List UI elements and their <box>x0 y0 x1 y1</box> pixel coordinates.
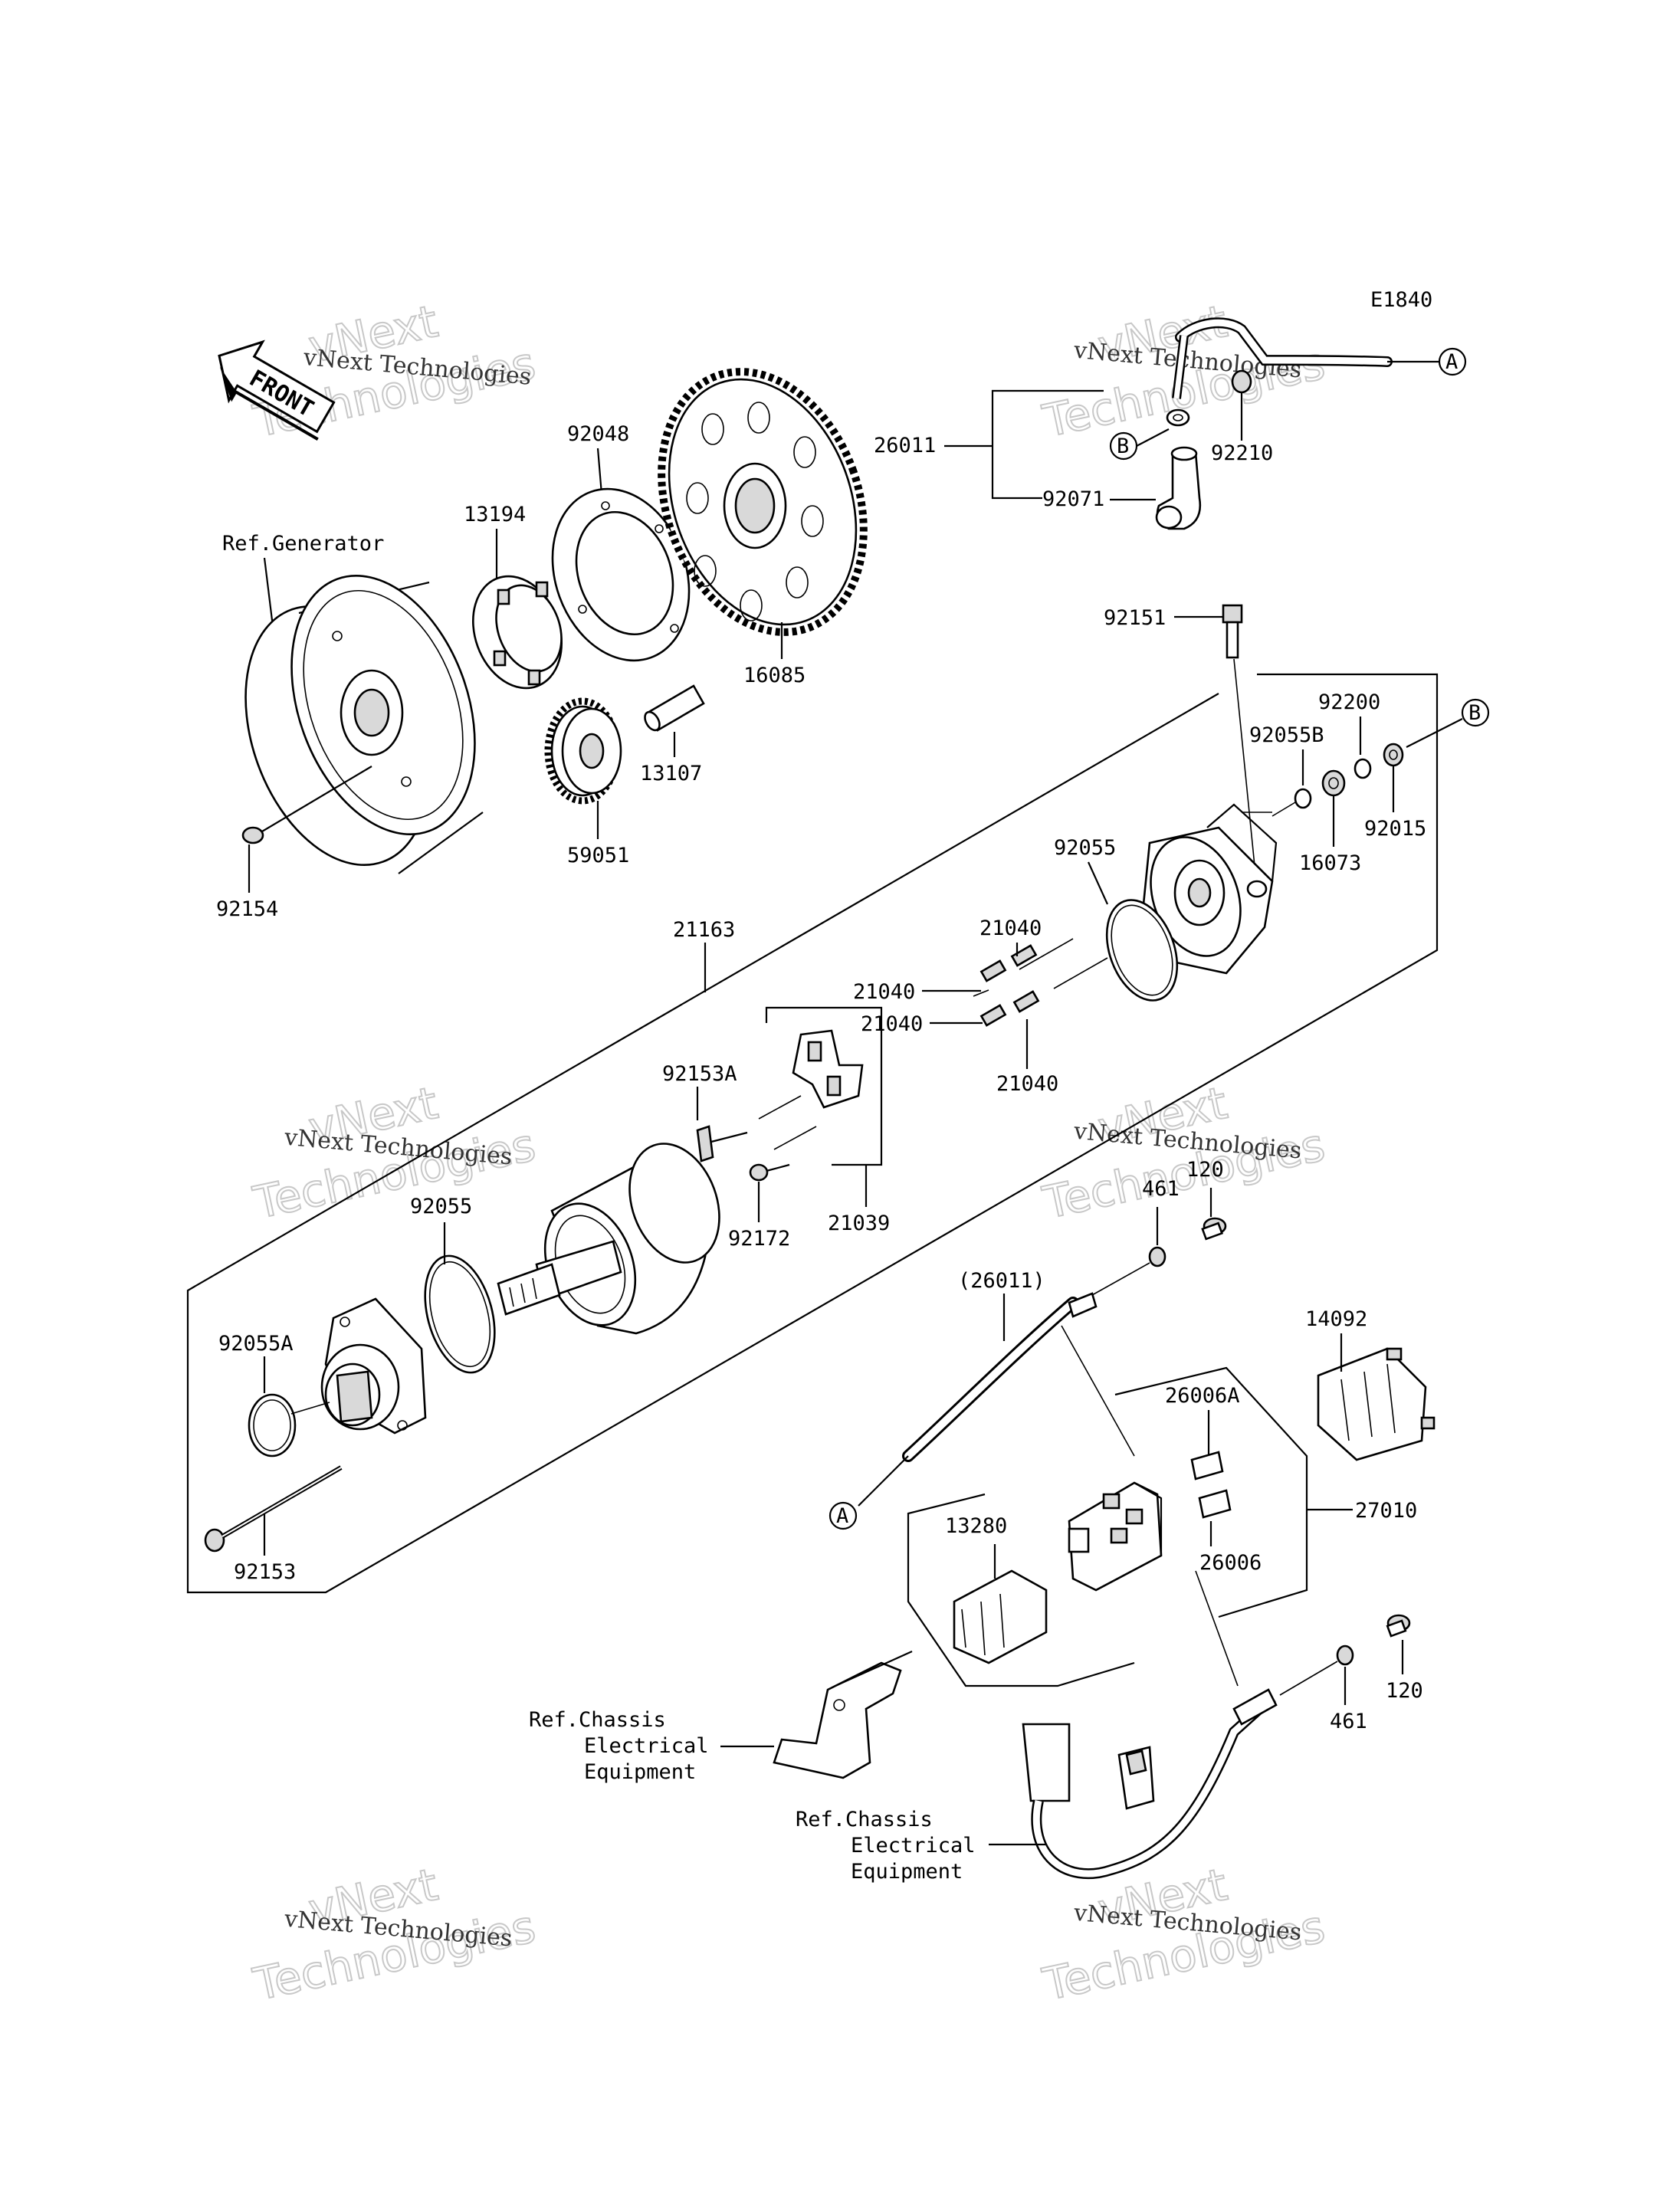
label-26011-paren: (26011) <box>958 1269 1045 1293</box>
label-21040-d: 21040 <box>996 1072 1058 1096</box>
connector-b-right-label: B <box>1468 701 1481 725</box>
label-14092: 14092 <box>1305 1307 1367 1331</box>
relay-13280 <box>953 1569 1048 1664</box>
starter-cable-top <box>1166 317 1393 427</box>
relay-harness <box>1022 1688 1278 1880</box>
label-26006A: 26006A <box>1165 1384 1240 1408</box>
label-26006: 26006 <box>1199 1551 1262 1575</box>
label-21039: 21039 <box>828 1212 890 1235</box>
label-21040-a: 21040 <box>979 917 1042 940</box>
fuse-26006A <box>1190 1451 1224 1481</box>
label-461-top: 461 <box>1142 1177 1180 1201</box>
connector-b-top <box>1109 431 1138 461</box>
label-21040-b: 21040 <box>853 980 915 1004</box>
ref-chassis1-line3: Equipment <box>584 1760 696 1784</box>
washer-461-bottom <box>1336 1644 1354 1666</box>
label-92055-mid: 92055 <box>410 1195 472 1218</box>
connector-a-bottom <box>829 1501 858 1530</box>
starter-relay <box>1068 1481 1163 1592</box>
label-16073: 16073 <box>1299 851 1361 875</box>
screw-92172 <box>749 1163 790 1182</box>
ref-chassis1-line1: Ref.Chassis <box>529 1708 666 1732</box>
connector-a-top-label: A <box>1445 350 1458 374</box>
label-92153A: 92153A <box>662 1062 737 1086</box>
shaft-13107 <box>644 684 705 732</box>
oring-92055-mid <box>424 1254 496 1374</box>
connector-b-right <box>1461 698 1490 727</box>
diagram-code: E1840 <box>1370 288 1432 312</box>
label-13107: 13107 <box>640 762 702 785</box>
connector-a-top <box>1438 347 1467 376</box>
screw-92153A <box>696 1125 748 1162</box>
label-21163: 21163 <box>673 918 735 942</box>
bolt-120-bottom <box>1386 1614 1411 1638</box>
label-120-bottom: 120 <box>1386 1679 1423 1703</box>
oring-92055A <box>248 1393 297 1458</box>
gear-59051 <box>544 697 622 805</box>
label-92154: 92154 <box>216 897 278 921</box>
ref-chassis2-line3: Equipment <box>851 1860 963 1884</box>
nut-92210 <box>1231 369 1252 394</box>
nut-16073 <box>1321 769 1346 797</box>
bolt-92153 <box>204 1465 343 1553</box>
one-way-clutch-13194 <box>472 575 563 690</box>
bolt-92151 <box>1222 604 1243 659</box>
ref-chassis2-line2: Electrical <box>851 1834 976 1858</box>
brush-holder-21039 <box>792 1029 864 1109</box>
label-13194: 13194 <box>464 503 526 526</box>
washer-92200 <box>1354 758 1372 779</box>
generator-rotor <box>244 575 484 874</box>
washer-461-top <box>1148 1246 1166 1267</box>
label-92055B: 92055B <box>1249 723 1324 747</box>
starter-gear-16085 <box>658 368 868 636</box>
rear-cover <box>1140 803 1278 975</box>
bolt-120-top <box>1201 1217 1227 1241</box>
front-cover <box>320 1297 427 1435</box>
plate-92048 <box>551 487 691 662</box>
label-21040-c: 21040 <box>861 1012 923 1036</box>
label-92151: 92151 <box>1104 606 1166 630</box>
label-92055-top: 92055 <box>1054 836 1116 860</box>
label-92071: 92071 <box>1042 487 1104 511</box>
label-92048: 92048 <box>567 422 629 446</box>
bracket-chassis <box>773 1661 902 1779</box>
terminal-boot-92071 <box>1155 446 1202 530</box>
washer-92055B <box>1294 788 1312 809</box>
label-92055A: 92055A <box>218 1332 294 1356</box>
label-59051: 59051 <box>567 844 629 867</box>
fuse-26006 <box>1198 1489 1232 1519</box>
label-26011: 26011 <box>874 434 936 457</box>
label-461-bottom: 461 <box>1330 1710 1367 1733</box>
label-16085: 16085 <box>743 664 806 687</box>
connector-a-bottom-label: A <box>836 1504 848 1528</box>
label-13280: 13280 <box>945 1514 1007 1538</box>
label-120-top: 120 <box>1186 1158 1224 1182</box>
nut-92015 <box>1383 743 1404 767</box>
label-27010: 27010 <box>1355 1499 1417 1523</box>
bolt-92154 <box>241 766 372 844</box>
label-92153: 92153 <box>234 1560 296 1584</box>
starter-yoke <box>497 1143 720 1335</box>
relay-cover-14092 <box>1317 1347 1436 1461</box>
ref-chassis2-line1: Ref.Chassis <box>796 1808 933 1831</box>
ref-generator: Ref.Generator <box>222 532 384 556</box>
label-92210: 92210 <box>1211 441 1273 465</box>
starter-group-outline <box>186 673 1439 1594</box>
label-92200: 92200 <box>1318 690 1380 714</box>
brushes-21040 <box>979 944 1040 1027</box>
relay-group-outline <box>1114 1366 1308 1618</box>
label-92015: 92015 <box>1364 817 1426 841</box>
connector-b-top-label: B <box>1117 434 1129 458</box>
starter-cable-lower <box>902 1292 1098 1462</box>
ref-chassis1-line2: Electrical <box>584 1734 709 1758</box>
label-92172: 92172 <box>728 1227 790 1251</box>
